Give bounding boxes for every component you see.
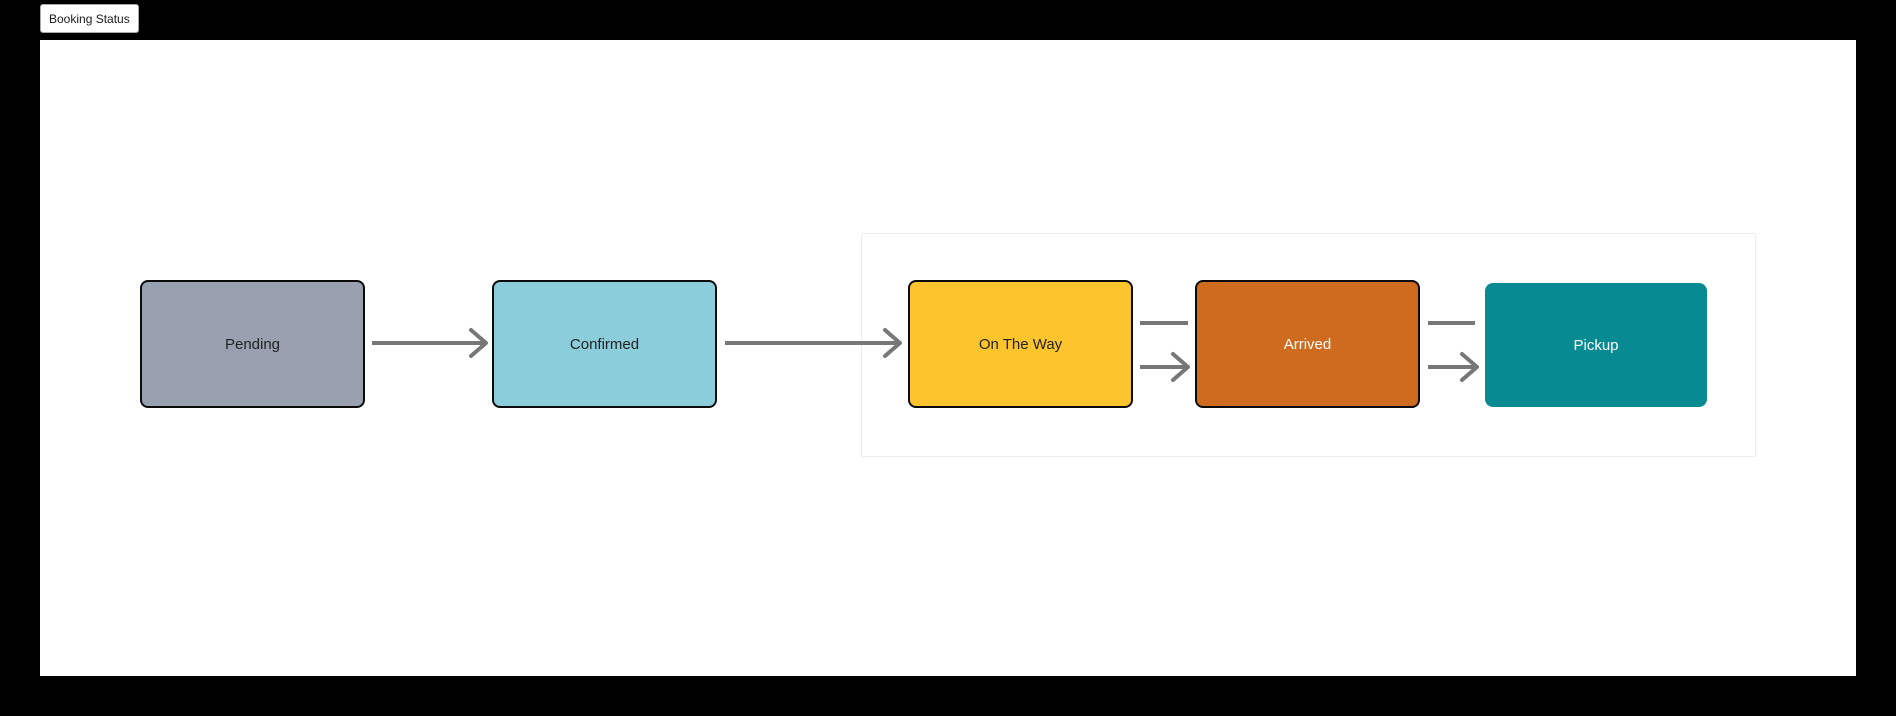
booking-status-tab[interactable]: Booking Status — [40, 4, 139, 33]
node-on-the-way[interactable]: On The Way — [908, 280, 1133, 408]
node-arrived[interactable]: Arrived — [1195, 280, 1420, 408]
node-pickup[interactable]: Pickup — [1485, 283, 1707, 407]
node-label: Arrived — [1283, 335, 1332, 353]
node-label: Confirmed — [569, 335, 640, 353]
node-label: Pickup — [1573, 336, 1619, 354]
node-label: On The Way — [978, 335, 1063, 353]
arrowhead-icon — [469, 328, 488, 358]
edge-pending-confirmed[interactable] — [372, 328, 488, 358]
flow-canvas[interactable]: Pending Confirmed On The Way Arrived Pic… — [40, 40, 1856, 676]
node-pending[interactable]: Pending — [140, 280, 365, 408]
node-label: Pending — [224, 335, 281, 353]
node-confirmed[interactable]: Confirmed — [492, 280, 717, 408]
group-node[interactable] — [861, 233, 1756, 457]
